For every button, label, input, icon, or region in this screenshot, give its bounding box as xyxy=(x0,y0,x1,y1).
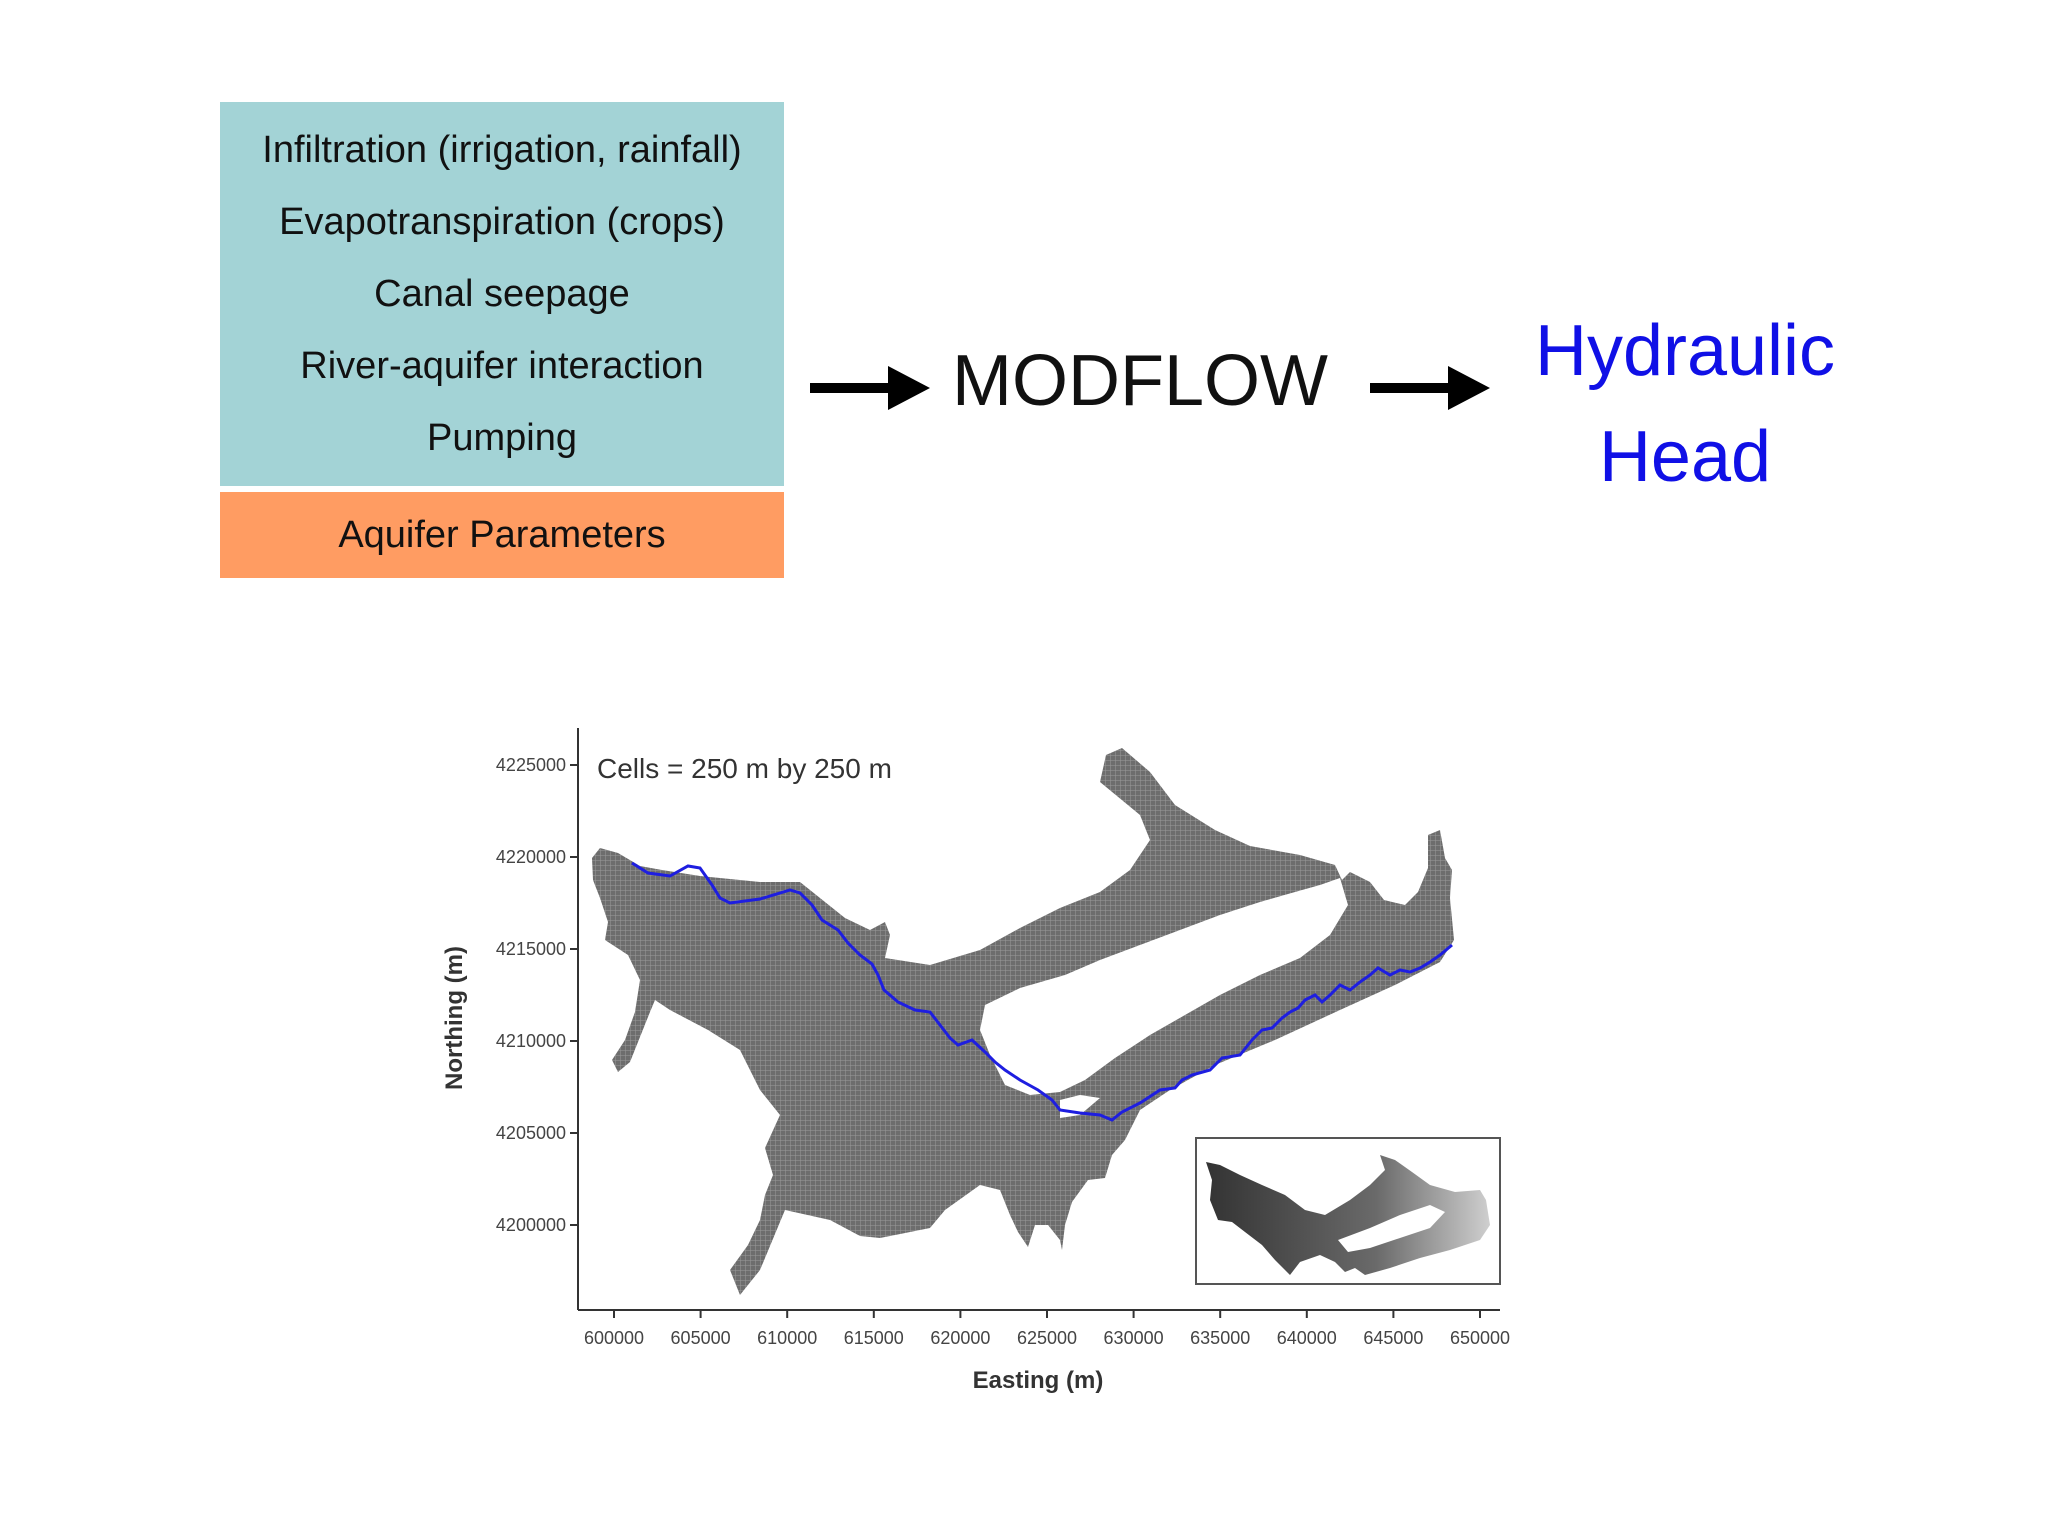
input-canal-seepage: Canal seepage xyxy=(374,273,630,315)
x-tick-group: 600000 605000 610000 615000 620000 625000 6300… xyxy=(584,1310,1510,1348)
input-pumping: Pumping xyxy=(427,417,577,459)
input-river-aquifer: River-aquifer interaction xyxy=(300,345,704,387)
inset-map xyxy=(1206,1155,1490,1275)
x-tick-label: 650000 xyxy=(1450,1328,1510,1348)
river-line xyxy=(631,861,1453,1122)
arrow-right-icon xyxy=(810,366,930,410)
modflow-label: MODFLOW xyxy=(952,341,1328,421)
model-grid-figure: Cells = 250 m by 250 m Easting (m) North… xyxy=(430,720,1530,1425)
x-tick-label: 605000 xyxy=(671,1328,731,1348)
input-infiltration: Infiltration (irrigation, rainfall) xyxy=(262,129,742,171)
x-tick-label: 610000 xyxy=(757,1328,817,1348)
x-tick-label: 645000 xyxy=(1363,1328,1423,1348)
x-tick-label: 600000 xyxy=(584,1328,644,1348)
input-evapotranspiration: Evapotranspiration (crops) xyxy=(279,201,725,243)
x-tick-label: 630000 xyxy=(1104,1328,1164,1348)
inner-lake-gap xyxy=(980,878,1348,1095)
x-axis-title: Easting (m) xyxy=(973,1367,1104,1394)
inset-lake-gap xyxy=(1338,1205,1445,1252)
x-tick-label: 620000 xyxy=(930,1328,990,1348)
y-tick-label: 4205000 xyxy=(496,1123,566,1143)
x-tick-label: 635000 xyxy=(1190,1328,1250,1348)
x-tick-label: 640000 xyxy=(1277,1328,1337,1348)
hydraulic-head-output: Hydraulic Head xyxy=(1505,298,1865,510)
y-tick-label: 4225000 xyxy=(496,755,566,775)
output-line-2: Head xyxy=(1598,417,1772,497)
aquifer-parameters-box: Aquifer Parameters xyxy=(220,492,784,578)
model-inputs-box: Infiltration (irrigation, rainfall) Evap… xyxy=(220,102,784,486)
y-axis-title: Northing (m) xyxy=(441,946,468,1090)
x-tick-label: 625000 xyxy=(1017,1328,1077,1348)
cell-size-annotation: Cells = 250 m by 250 m xyxy=(597,753,892,784)
y-tick-label: 4200000 xyxy=(496,1215,566,1235)
y-tick-label: 4220000 xyxy=(496,847,566,867)
y-tick-label: 4210000 xyxy=(496,1031,566,1051)
aquifer-parameters-label: Aquifer Parameters xyxy=(338,513,666,556)
y-tick-group: 4225000 4220000 4215000 4210000 4205000 42000… xyxy=(496,755,578,1235)
y-tick-label: 4215000 xyxy=(496,939,566,959)
x-tick-label: 615000 xyxy=(844,1328,904,1348)
arrow-right-icon xyxy=(1370,366,1490,410)
output-line-1: Hydraulic xyxy=(1534,311,1836,391)
